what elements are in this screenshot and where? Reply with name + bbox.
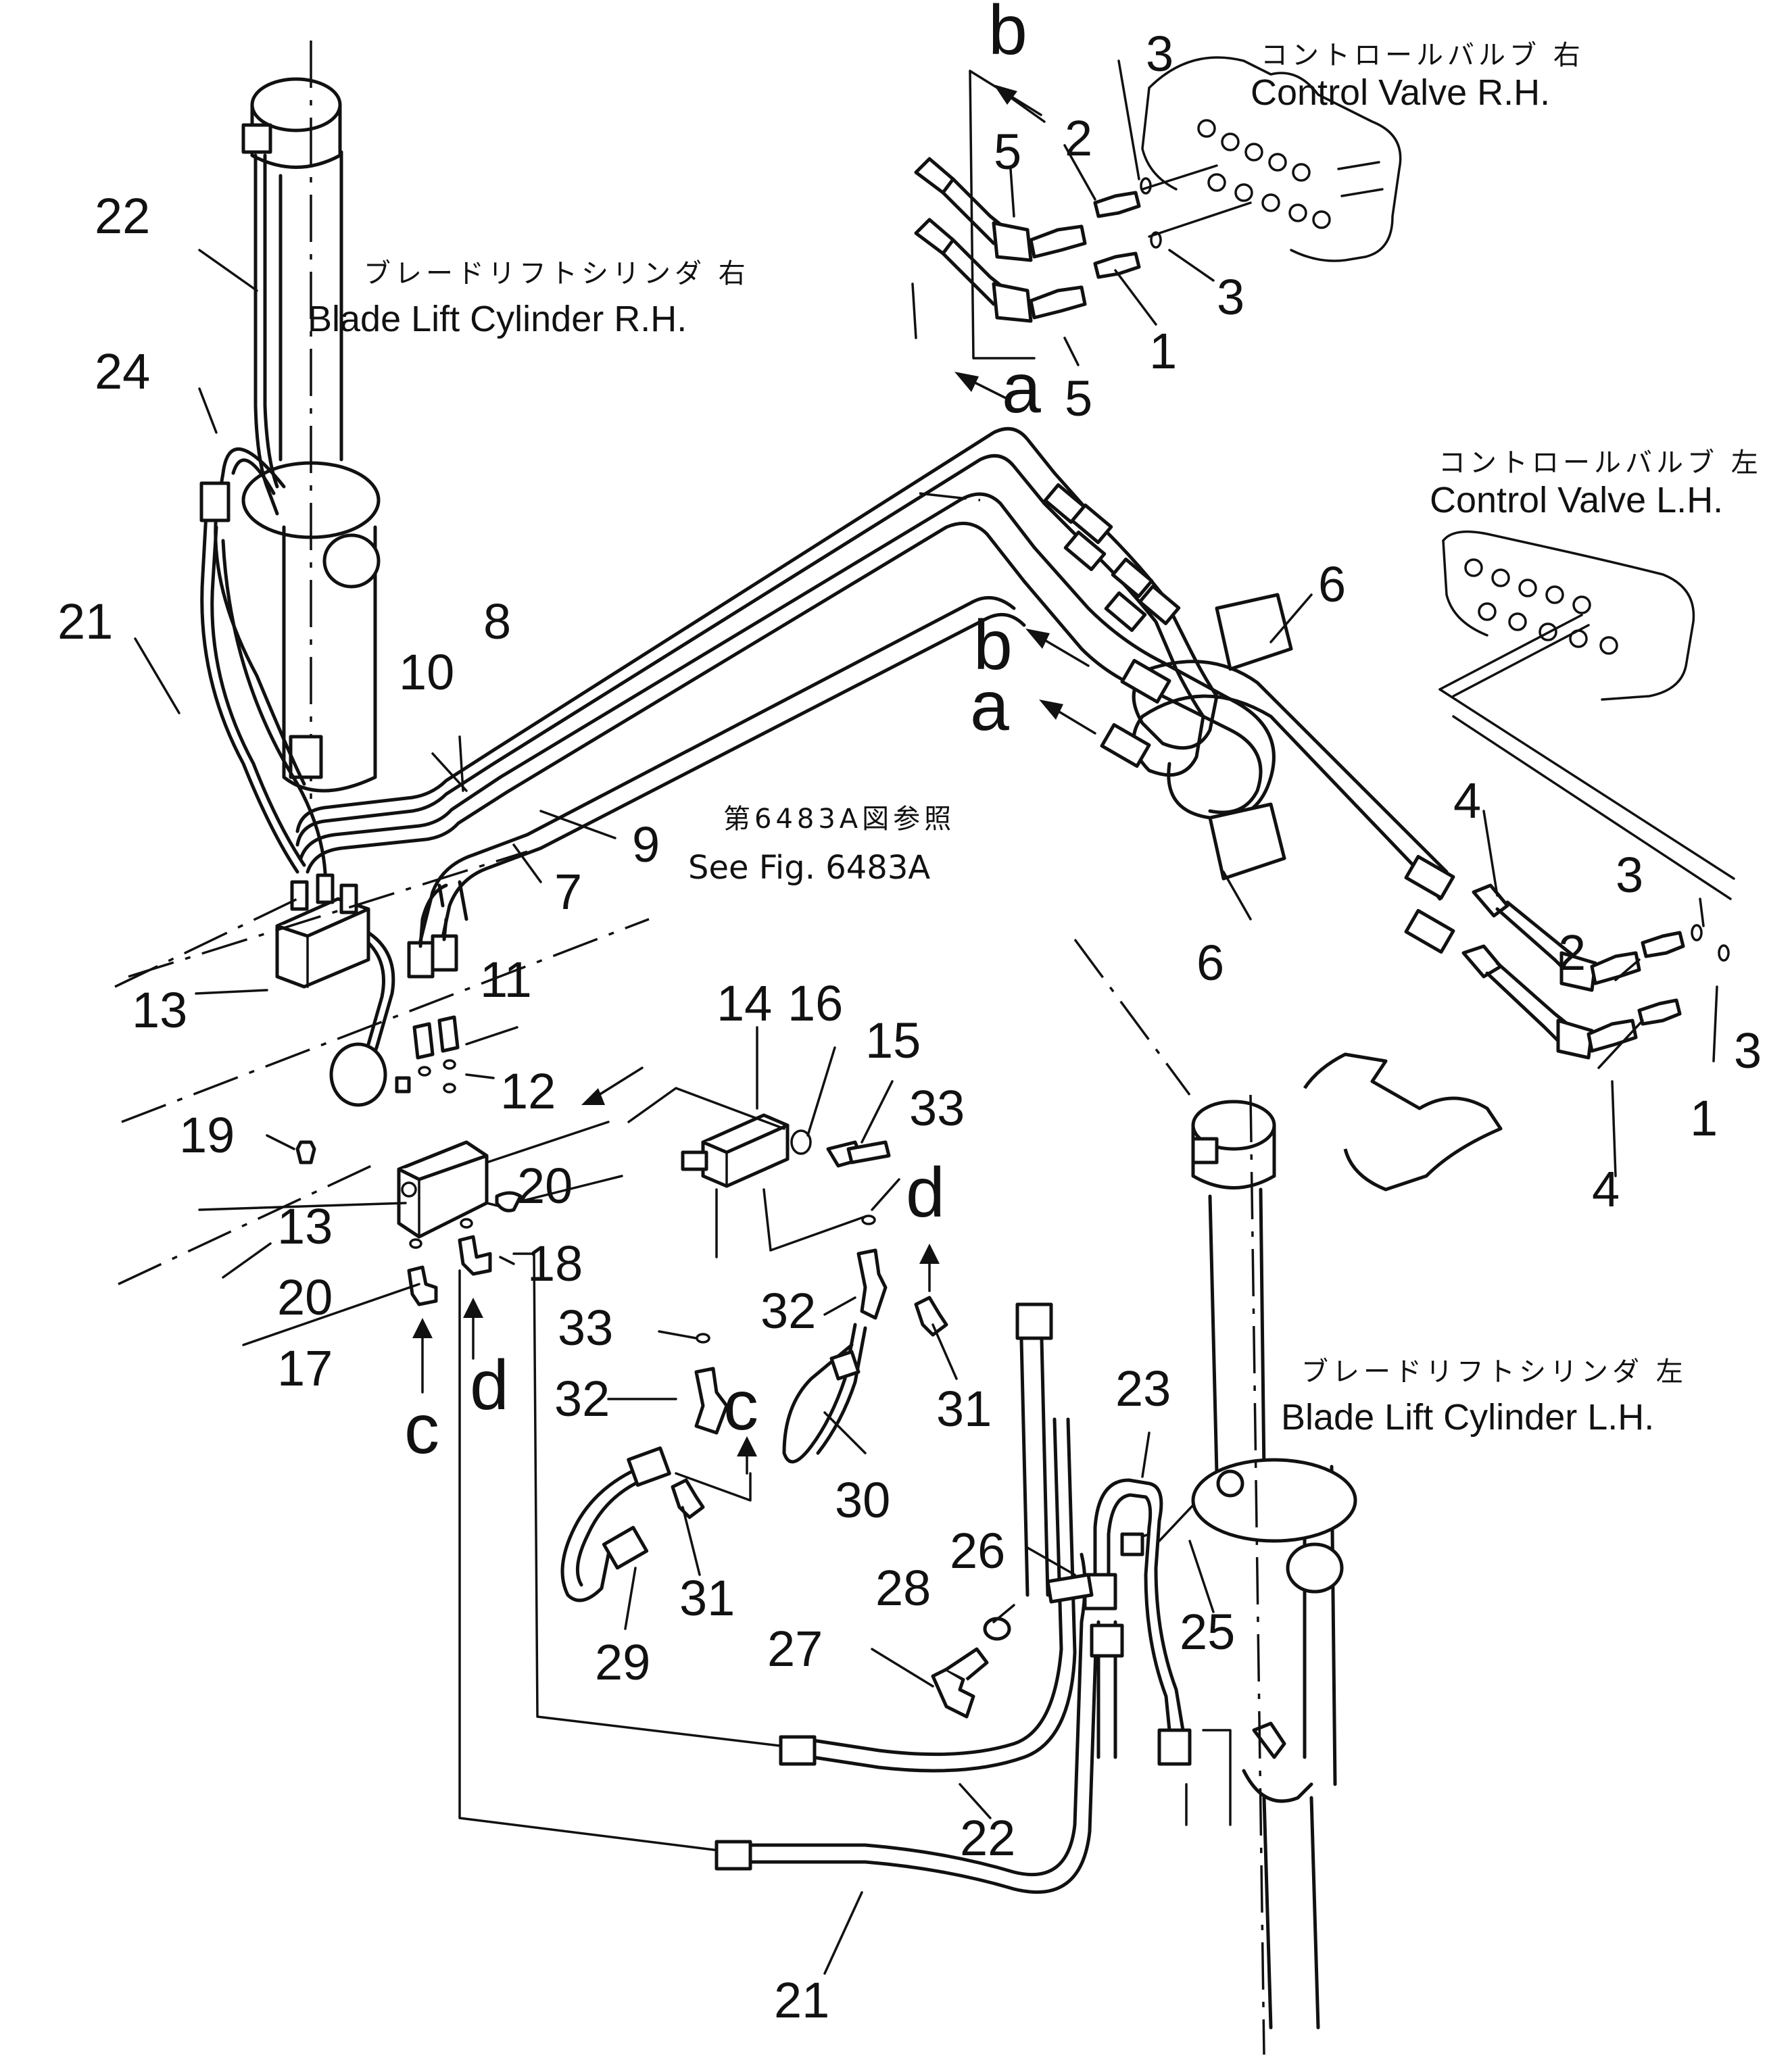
part-number-7: 7 — [554, 864, 582, 920]
part-number-18: 18 — [527, 1235, 583, 1292]
part-number-3: 3 — [1616, 847, 1643, 903]
part-number-14: 14 — [717, 975, 772, 1031]
control-valve-lh-jp-label: コントロールバルブ 左 — [1438, 447, 1762, 479]
reference-lines — [114, 492, 1191, 1285]
mark-a-mid: a — [970, 667, 1009, 745]
part-number-1: 1 — [1149, 323, 1177, 379]
part-number-5: 5 — [1065, 370, 1092, 426]
part-number-28: 28 — [875, 1560, 931, 1616]
part-number-1: 1 — [1690, 1090, 1718, 1146]
part-number-8: 8 — [483, 593, 511, 649]
part-number-15: 15 — [865, 1012, 921, 1069]
mark-b-mid: b — [973, 606, 1013, 685]
tube-clamps — [1208, 593, 1293, 881]
mark-c-right: c — [723, 1367, 758, 1445]
part-number-4: 4 — [1453, 772, 1481, 829]
part-number-9: 9 — [632, 816, 660, 873]
blade-lift-cylinder-lh — [1185, 1052, 1503, 2055]
blade-lift-cylinder-lh-en-label: Blade Lift Cylinder L.H. — [1281, 1397, 1654, 1438]
mark-a-top: a — [1002, 349, 1041, 428]
part-number-23: 23 — [1115, 1360, 1171, 1417]
hoses-21-22-lower — [458, 1252, 1124, 1894]
part-number-26: 26 — [950, 1523, 1005, 1579]
part-number-22: 22 — [95, 188, 150, 244]
part-number-13: 13 — [277, 1198, 333, 1254]
steel-tubes — [295, 426, 1455, 955]
part-number-17: 17 — [277, 1340, 333, 1396]
part-number-11: 11 — [480, 952, 532, 1008]
part-number-19: 19 — [179, 1107, 235, 1163]
part-number-29: 29 — [595, 1634, 650, 1690]
part-number-21: 21 — [57, 593, 113, 649]
mark-d-right: d — [906, 1154, 945, 1232]
part-number-3: 3 — [1146, 26, 1173, 82]
part-number-12: 12 — [500, 1063, 556, 1119]
rh-valve-fittings — [914, 70, 1252, 360]
part-number-3: 3 — [1217, 269, 1244, 325]
part-number-callouts: 3 2 5 3 1 5 22 24 21 10 8 9 7 6 6 4 3 2 … — [57, 26, 1762, 2028]
part-number-33: 33 — [909, 1080, 965, 1136]
part-number-22: 22 — [960, 1810, 1015, 1866]
text-labels: ブレードリフトシリンダ 右 Blade Lift Cylinder R.H. コ… — [308, 40, 1762, 1438]
connection-letters: b a b a c d c d — [404, 0, 1041, 1469]
control-valve-lh-en-label: Control Valve L.H. — [1430, 480, 1723, 520]
control-valve-lh — [1438, 530, 1735, 900]
part-number-3: 3 — [1734, 1023, 1762, 1079]
part-number-5: 5 — [994, 124, 1021, 180]
control-valve-rh-en-label: Control Valve R.H. — [1251, 72, 1550, 113]
part-number-4: 4 — [1592, 1161, 1620, 1217]
part-number-30: 30 — [835, 1472, 890, 1528]
part-number-31: 31 — [936, 1381, 992, 1437]
small-fittings-left — [407, 880, 523, 1306]
valve-block-14 — [627, 1087, 891, 1258]
blade-lift-cylinder-rh-en-label: Blade Lift Cylinder R.H. — [308, 299, 687, 339]
rh-cylinder-hoses — [199, 153, 328, 908]
part-number-31: 31 — [679, 1570, 735, 1626]
part-number-24: 24 — [95, 343, 150, 399]
valve-block-lower-13 — [397, 1121, 623, 1239]
part-number-21: 21 — [774, 1972, 829, 2028]
see-fig-en-label: See Fig. 6483A — [688, 849, 930, 887]
part-number-20: 20 — [517, 1158, 573, 1214]
part-number-32: 32 — [760, 1283, 816, 1339]
part-number-10: 10 — [399, 644, 454, 700]
valve-block-upper-13 — [275, 873, 411, 1164]
part-number-32: 32 — [554, 1371, 610, 1427]
part-number-6: 6 — [1196, 935, 1224, 991]
mark-d-left: d — [470, 1346, 509, 1425]
leader-lines — [134, 59, 1718, 1975]
mark-c-left: c — [404, 1390, 439, 1469]
blade-lift-cylinder-rh-jp-label: ブレードリフトシリンダ 右 — [364, 258, 750, 289]
lh-valve-fittings — [1461, 883, 1730, 1060]
mark-b-top: b — [988, 0, 1027, 70]
part-number-6: 6 — [1318, 556, 1346, 612]
see-fig-jp-label: 第6483A図参照 — [723, 804, 955, 835]
part-number-27: 27 — [767, 1621, 823, 1677]
connection-arrows — [412, 84, 1096, 1475]
part-number-16: 16 — [788, 975, 843, 1031]
part-number-13: 13 — [132, 982, 187, 1038]
part-number-20: 20 — [277, 1269, 333, 1325]
control-valve-rh — [1141, 56, 1402, 262]
part-number-2: 2 — [1558, 925, 1586, 981]
blade-lift-cylinder-lh-jp-label: ブレードリフトシリンダ 左 — [1301, 1356, 1687, 1388]
part-number-25: 25 — [1180, 1604, 1235, 1660]
hose-23-and-clamps — [931, 1478, 1218, 1766]
part-number-33: 33 — [558, 1300, 613, 1356]
control-valve-rh-jp-label: コントロールバルブ 右 — [1261, 40, 1584, 71]
part-number-2: 2 — [1065, 110, 1092, 166]
fittings-29-33 — [560, 1215, 948, 1602]
